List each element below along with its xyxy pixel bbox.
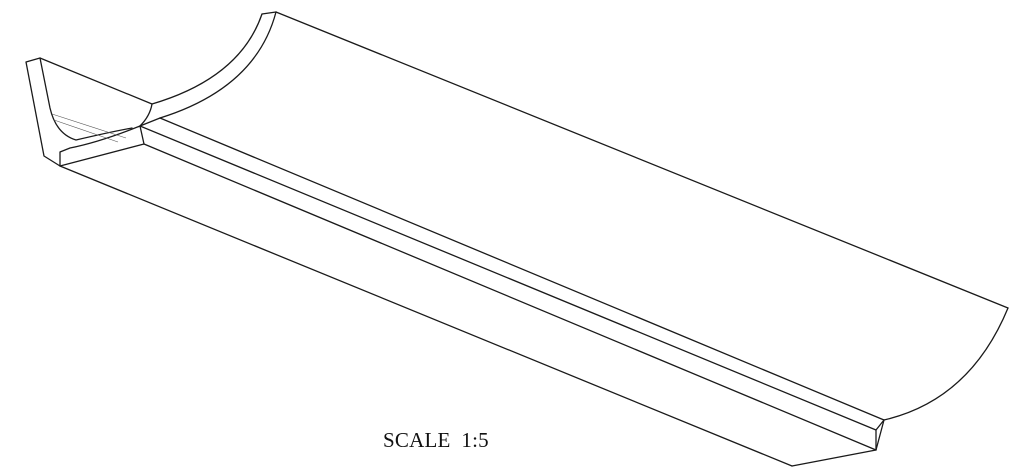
far-end-bottom-right [875, 419, 885, 451]
concave-arc-near-outer [151, 13, 263, 105]
end-face-guide-line-2 [53, 119, 119, 143]
long-channel-edge [159, 117, 885, 421]
long-ridge-edge-upper [139, 125, 877, 431]
end-profile-inner-face [39, 57, 133, 141]
long-ridge-edge-lower [143, 143, 877, 451]
long-top-edge [275, 11, 1009, 309]
far-end-profile-edge [791, 419, 885, 467]
concave-arc-far [883, 307, 1009, 421]
concave-arc-near-inner [159, 11, 277, 119]
channel-step-edge [139, 117, 161, 127]
arc-top-cap [261, 11, 277, 15]
end-face-guide-line-1 [51, 113, 127, 139]
scale-label: SCALE 1:5 [383, 428, 489, 452]
end-profile-outline [25, 57, 153, 167]
long-lower-face-edge [59, 165, 793, 467]
near-end-ridge-step [59, 125, 145, 167]
